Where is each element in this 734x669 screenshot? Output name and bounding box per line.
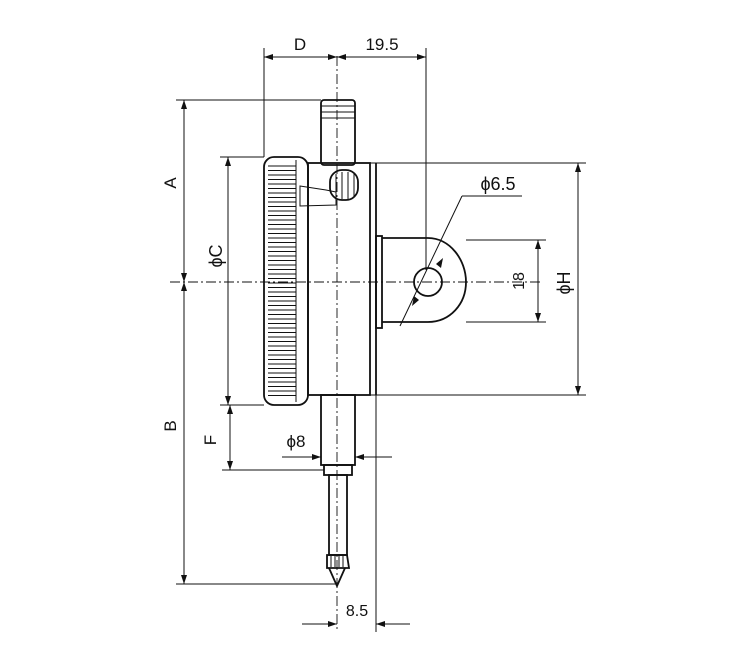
label-f: F: [201, 435, 220, 445]
clamp-knob: [299, 169, 359, 207]
top-stem: [320, 99, 356, 166]
label-18: 18: [511, 272, 528, 290]
lower-stem: [320, 394, 356, 589]
label-8-5: 8.5: [346, 603, 368, 620]
label-19-5: 19.5: [365, 35, 398, 54]
label-b: B: [161, 420, 180, 431]
dimension-f: [222, 404, 324, 471]
label-phi-h: ϕH: [554, 271, 574, 294]
dimension-phi-h: [376, 162, 586, 396]
knurled-bezel: [263, 156, 309, 406]
dimension-phi-6-5: [399, 195, 522, 327]
dimension-19-5: [337, 48, 427, 270]
label-a: A: [161, 177, 180, 189]
dimension-8-5: [302, 395, 410, 632]
dimension-18: [466, 239, 546, 323]
dimension-a: [176, 99, 321, 282]
dimension-phi-c: [220, 156, 264, 406]
dimension-b: [176, 282, 336, 585]
label-phi-c: ϕC: [206, 244, 226, 267]
label-phi-6-5: ϕ6.5: [480, 174, 515, 194]
dimension-phi-8: [282, 454, 392, 460]
dimension-d: [263, 48, 337, 157]
label-phi-8: ϕ8: [287, 432, 306, 451]
label-d: D: [294, 35, 306, 54]
